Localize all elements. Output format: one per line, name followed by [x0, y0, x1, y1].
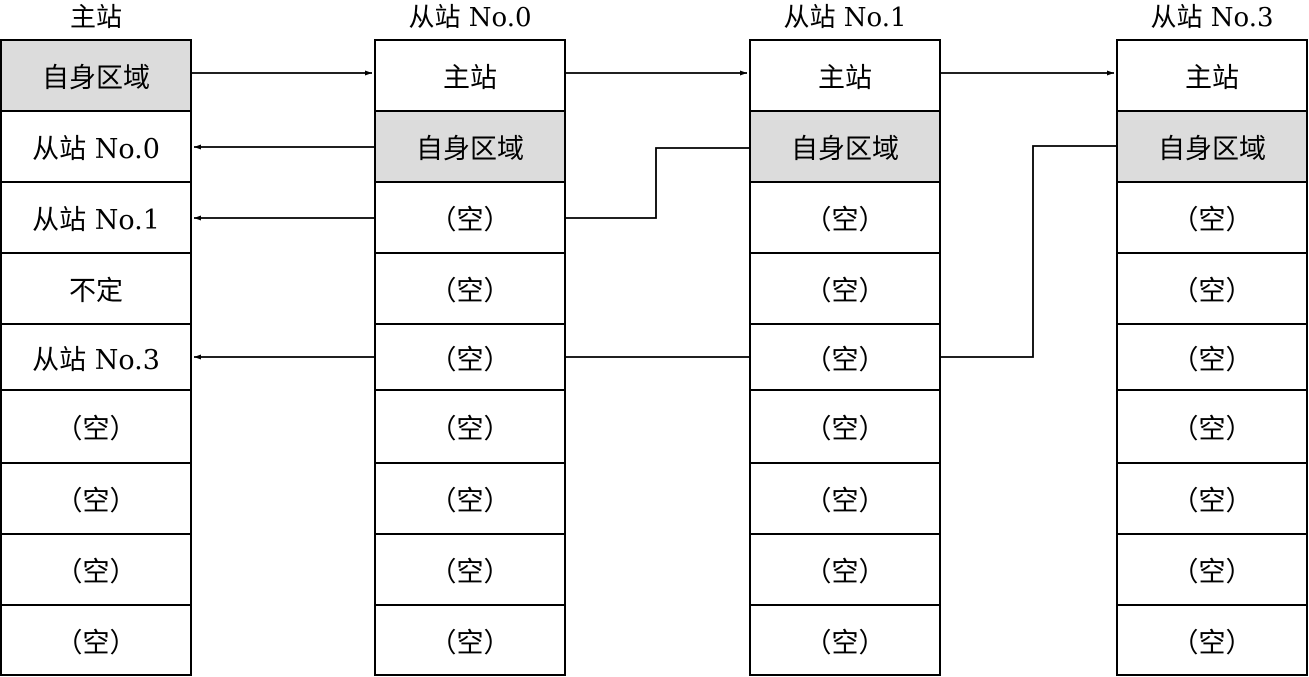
cell-slave0-0: 主站	[374, 39, 566, 112]
cell-slave1-5: （空）	[749, 389, 941, 464]
cell-slave3-5: （空）	[1116, 389, 1308, 464]
cell-slave0-3: （空）	[374, 252, 566, 325]
cell-master-0: 自身区域	[0, 39, 192, 112]
cell-slave1-2: （空）	[749, 181, 941, 254]
cell-master-6: （空）	[0, 462, 192, 535]
cell-master-3: 不定	[0, 252, 192, 325]
cell-slave0-1: 自身区域	[374, 110, 566, 183]
cell-slave3-4: （空）	[1116, 323, 1308, 391]
cell-slave0-5: （空）	[374, 389, 566, 464]
cell-slave0-6: （空）	[374, 462, 566, 535]
cell-master-8: （空）	[0, 604, 192, 676]
cell-slave3-0: 主站	[1116, 39, 1308, 112]
column-title-slave-3: 从站 No.3	[1150, 3, 1274, 33]
memory-stack-master: 自身区域 从站 No.0 从站 No.1 不定 从站 No.3 （空） （空） …	[0, 39, 192, 676]
memory-stack-slave-3: 主站 自身区域 （空） （空） （空） （空） （空） （空） （空）	[1116, 39, 1308, 676]
column-title-master: 主站	[69, 3, 122, 33]
cell-slave1-3: （空）	[749, 252, 941, 325]
cell-slave3-7: （空）	[1116, 533, 1308, 606]
cell-slave3-1: 自身区域	[1116, 110, 1308, 183]
cell-slave0-7: （空）	[374, 533, 566, 606]
link-slave3-own-path	[941, 145, 1116, 358]
cell-slave3-3: （空）	[1116, 252, 1308, 325]
cell-slave3-8: （空）	[1116, 604, 1308, 676]
cell-slave1-0: 主站	[749, 39, 941, 112]
cell-slave1-6: （空）	[749, 462, 941, 535]
cell-slave0-4: （空）	[374, 323, 566, 391]
cell-master-4: 从站 No.3	[0, 323, 192, 391]
cell-slave0-2: （空）	[374, 181, 566, 254]
column-title-slave-0: 从站 No.0	[408, 3, 532, 33]
cell-master-2: 从站 No.1	[0, 181, 192, 254]
column-title-slave-1: 从站 No.1	[783, 3, 907, 33]
cell-slave1-4: （空）	[749, 323, 941, 391]
cell-master-5: （空）	[0, 389, 192, 464]
cell-slave0-8: （空）	[374, 604, 566, 676]
cell-slave1-7: （空）	[749, 533, 941, 606]
cell-slave3-6: （空）	[1116, 462, 1308, 535]
link-slave1-own-path	[566, 147, 749, 219]
cell-slave3-2: （空）	[1116, 181, 1308, 254]
memory-stack-slave-1: 主站 自身区域 （空） （空） （空） （空） （空） （空） （空）	[749, 39, 941, 676]
memory-stack-slave-0: 主站 自身区域 （空） （空） （空） （空） （空） （空） （空）	[374, 39, 566, 676]
cell-master-1: 从站 No.0	[0, 110, 192, 183]
cell-master-7: （空）	[0, 533, 192, 606]
cell-slave1-1: 自身区域	[749, 110, 941, 183]
cell-slave1-8: （空）	[749, 604, 941, 676]
